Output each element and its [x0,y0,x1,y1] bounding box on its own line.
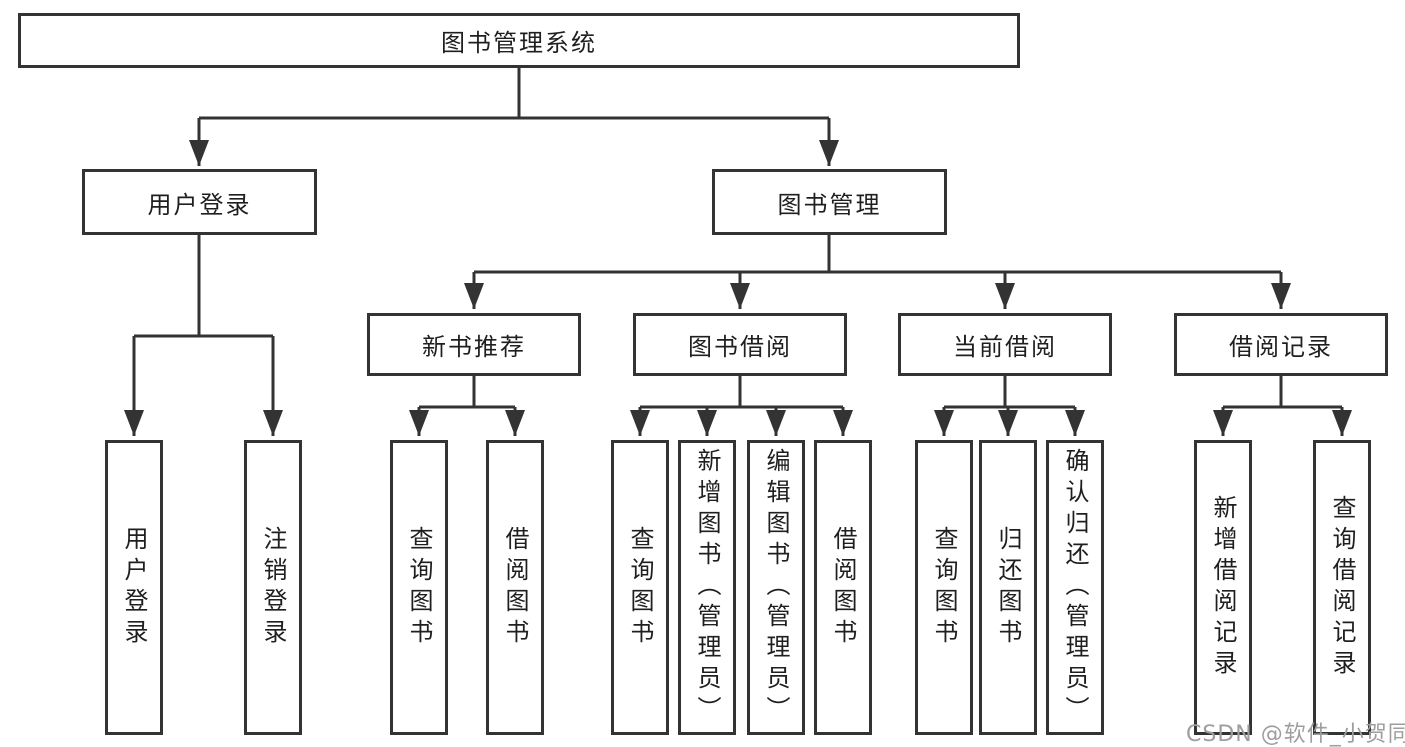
node-label: 用户登录 [120,525,148,650]
connector-user-login [124,235,283,436]
node-label: 编辑图书（管理员） [762,448,790,727]
node-library-management-system: 图书管理系统 [18,13,1020,68]
node-book-management: 图书管理 [712,169,947,235]
leaf-query-books-current: 查询图书 [915,440,973,735]
connector-book-management [464,235,1291,309]
connector-borrowing-records [1213,376,1352,436]
node-label: 借阅记录 [1229,333,1333,361]
node-book-borrowing: 图书借阅 [633,313,847,376]
leaf-return-books: 归还图书 [979,440,1037,735]
leaf-query-books-borrowing: 查询图书 [611,440,669,735]
node-label: 图书管理系统 [441,29,597,57]
node-label: 确认归还（管理员） [1061,448,1089,727]
node-label: 借阅图书 [501,525,529,650]
node-label: 新书推荐 [422,333,526,361]
node-label: 新增借阅记录 [1209,494,1237,681]
leaf-add-book-admin: 新增图书（管理员） [678,440,736,735]
node-label: 图书管理 [777,190,882,219]
connector-book-borrowing [630,376,853,436]
leaf-add-borrow-record: 新增借阅记录 [1194,440,1252,735]
node-label: 用户登录 [147,190,252,219]
connector-current-borrowing [934,376,1085,436]
connector-root [189,68,839,166]
leaf-confirm-return-admin: 确认归还（管理员） [1046,440,1104,735]
leaf-logout: 注销登录 [244,440,302,735]
csdn-watermark: CSDN @软件_小贺同学 [1186,722,1405,747]
node-user-login: 用户登录 [82,169,317,235]
connector-new-book-recommendation [409,376,525,436]
node-label: 查询图书 [405,525,433,650]
node-label: 当前借阅 [953,333,1057,361]
node-label: 注销登录 [259,525,287,650]
node-new-book-recommendation: 新书推荐 [367,313,581,376]
node-borrowing-records: 借阅记录 [1174,313,1388,376]
node-label: 查询借阅记录 [1328,494,1356,681]
leaf-query-borrow-record: 查询借阅记录 [1313,440,1371,735]
leaf-user-login: 用户登录 [105,440,163,735]
node-current-borrowing: 当前借阅 [898,313,1112,376]
leaf-edit-book-admin: 编辑图书（管理员） [747,440,805,735]
node-label: 图书借阅 [688,333,792,361]
node-label: 查询图书 [930,525,958,650]
node-label: 借阅图书 [829,525,857,650]
node-label: 查询图书 [626,525,654,650]
node-label: 新增图书（管理员） [693,448,721,727]
leaf-borrow-books-recommendation: 借阅图书 [486,440,544,735]
leaf-borrow-books: 借阅图书 [814,440,872,735]
node-label: 归还图书 [994,525,1022,650]
leaf-query-books-recommendation: 查询图书 [390,440,448,735]
